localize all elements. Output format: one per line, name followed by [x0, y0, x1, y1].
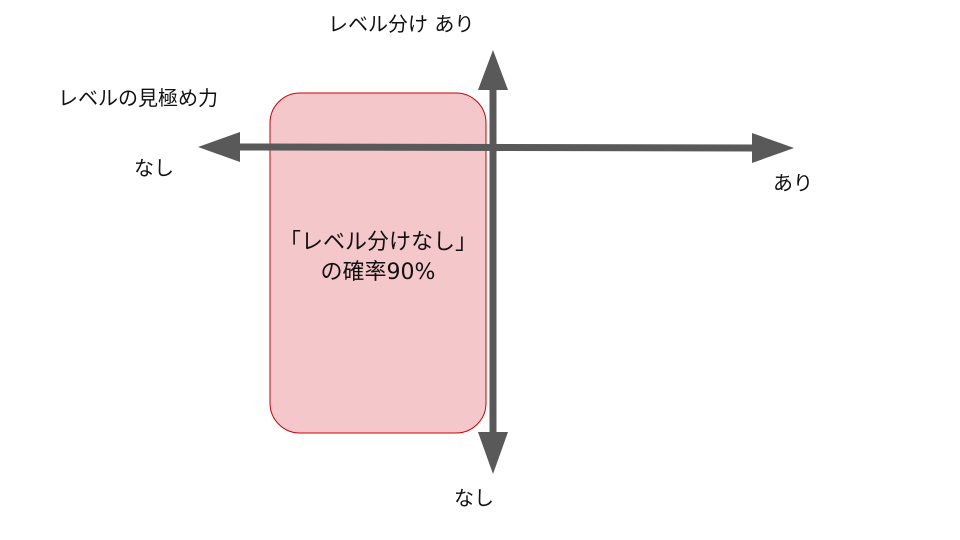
vertical-axis-bottom-arrowhead: [478, 432, 508, 474]
horizontal-axis-left-label: なし: [134, 156, 174, 180]
horizontal-axis-title: レベルの見極め力: [58, 86, 218, 110]
vertical-axis-bottom-label: なし: [454, 486, 494, 510]
region-text: 「レベル分けなし」 の確率90%: [270, 228, 486, 288]
region-text-line1: 「レベル分けなし」: [278, 230, 477, 255]
horizontal-axis-right-label: あり: [773, 171, 813, 195]
vertical-axis: [478, 50, 508, 474]
vertical-axis-top-arrowhead: [478, 50, 508, 90]
vertical-axis-top-label: レベル分け あり: [328, 12, 475, 36]
horizontal-axis-line: [237, 143, 757, 152]
region-text-line2: の確率90%: [320, 260, 436, 285]
horizontal-axis-left-arrowhead: [198, 132, 240, 162]
horizontal-axis-right-arrowhead: [752, 133, 794, 163]
probability-region: [269, 92, 487, 434]
horizontal-axis: [198, 132, 794, 163]
